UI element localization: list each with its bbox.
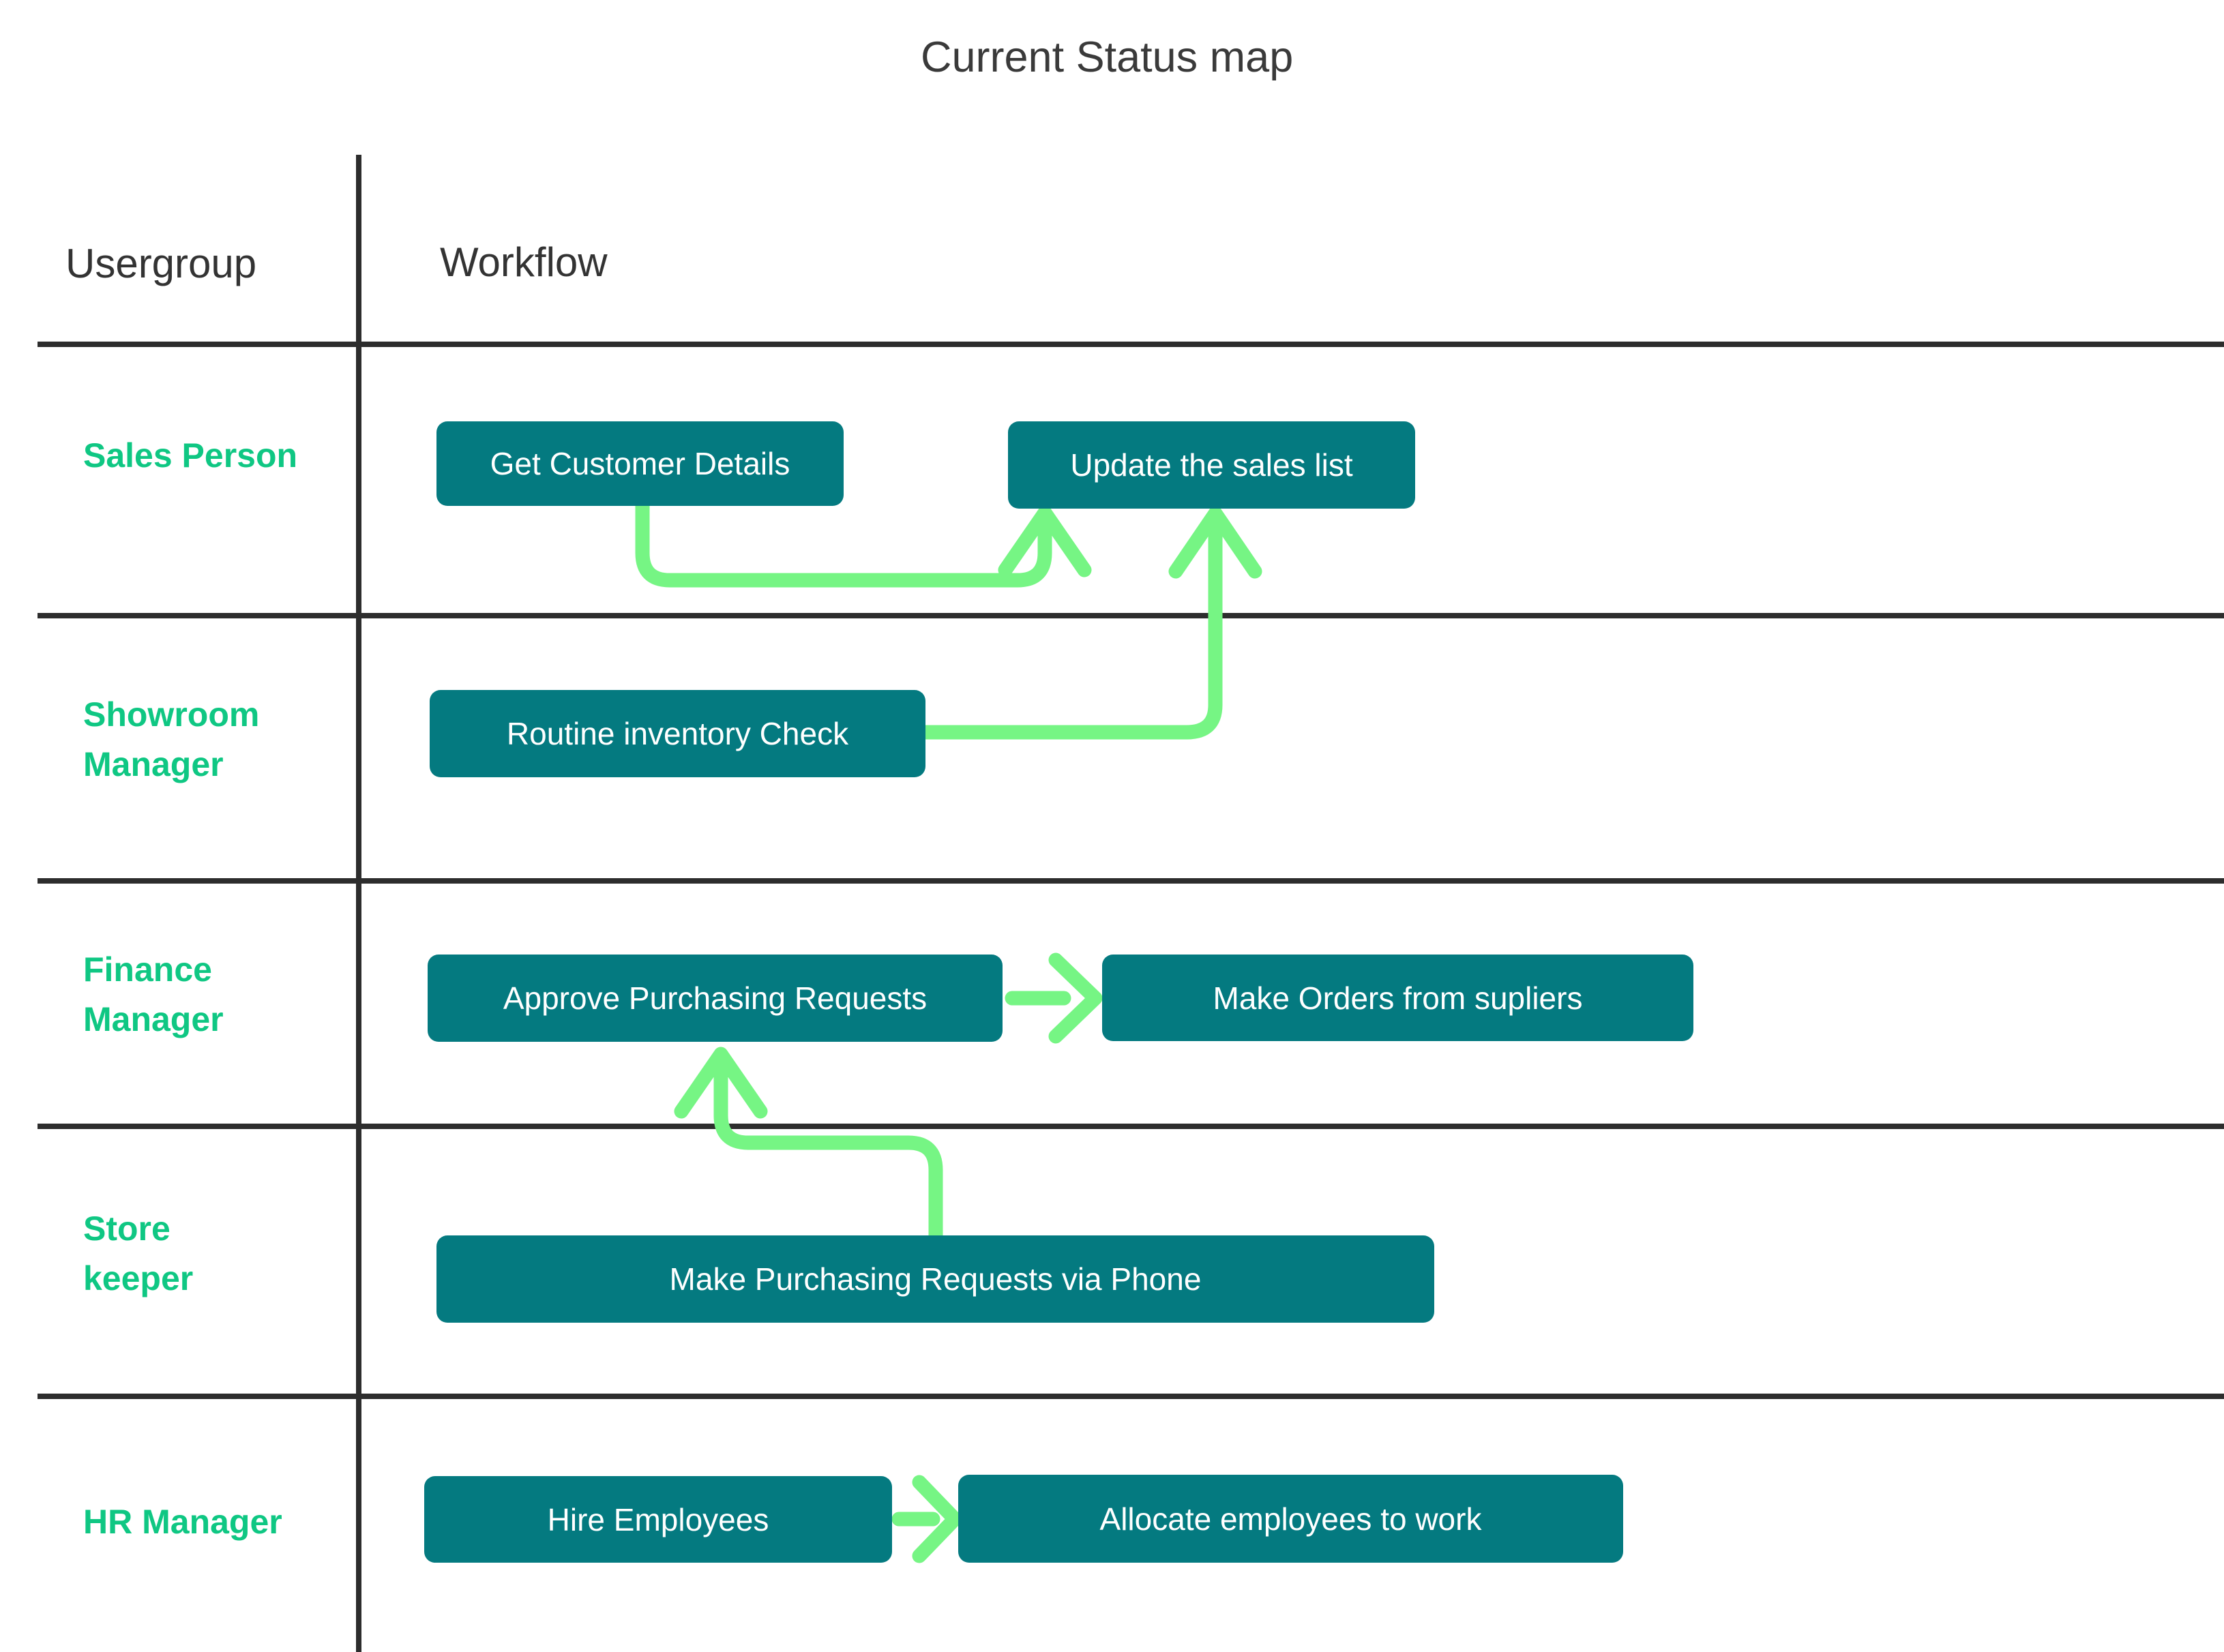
arrow-shaft <box>713 1062 943 1243</box>
lane-label-sales-person: Sales Person <box>83 431 297 481</box>
node-label: Get Customer Details <box>490 446 790 481</box>
node-label: Approve Purchasing Requests <box>503 980 928 1016</box>
arrow-head-right-icon <box>912 1475 962 1563</box>
lane-label-showroom-manager: Showroom Manager <box>83 690 259 790</box>
lane-divider-4 <box>38 1394 2224 1399</box>
column-header-usergroup: Usergroup <box>65 241 257 286</box>
lane-label-hr-manager: HR Manager <box>83 1497 282 1547</box>
lane-divider-2 <box>38 878 2224 884</box>
node-label: Update the sales list <box>1070 447 1353 483</box>
lane-label-line: keeper <box>83 1259 194 1297</box>
lane-label-finance-manager: Finance Manager <box>83 945 224 1045</box>
node-label: Hire Employees <box>547 1501 769 1537</box>
node-label: Make Orders from supliers <box>1213 980 1583 1016</box>
arrow-shaft <box>635 496 1052 588</box>
page-title: Current Status map <box>921 33 1294 81</box>
node-label: Routine inventory Check <box>506 716 849 751</box>
node-hire-employees: Hire Employees <box>424 1476 892 1563</box>
node-routine-inventory-check: Routine inventory Check <box>430 690 925 777</box>
lane-label-line: Manager <box>83 745 224 783</box>
lane-label-line: Finance <box>83 950 212 989</box>
arrow-head-right-icon <box>1048 952 1103 1044</box>
lane-divider-3 <box>38 1124 2224 1129</box>
lane-label-line: Showroom <box>83 695 260 734</box>
arrow-head-up-icon <box>674 1047 768 1119</box>
node-get-customer-details: Get Customer Details <box>436 421 844 506</box>
column-header-workflow: Workflow <box>440 239 608 285</box>
node-make-orders-from-supliers: Make Orders from supliers <box>1102 955 1693 1041</box>
node-label: Make Purchasing Requests via Phone <box>669 1261 1202 1297</box>
arrow-routine-check-to-update-sales <box>918 506 1262 740</box>
arrow-head-up-icon <box>998 505 1092 577</box>
column-divider-vertical <box>356 155 361 1652</box>
lane-label-line: Manager <box>83 1000 224 1038</box>
node-label: Allocate employees to work <box>1099 1501 1482 1537</box>
arrow-get-customer-to-update-sales <box>635 496 1092 588</box>
node-update-the-sales-list: Update the sales list <box>1008 421 1415 509</box>
node-approve-purchasing-requests: Approve Purchasing Requests <box>428 955 1003 1042</box>
lane-divider-header <box>38 342 2224 347</box>
lane-label-line: Sales Person <box>83 436 298 475</box>
lane-label-line: HR Manager <box>83 1503 282 1541</box>
lane-divider-1 <box>38 613 2224 618</box>
lane-label-store-keeper: Store keeper <box>83 1204 193 1304</box>
arrow-hire-to-allocate <box>891 1475 962 1563</box>
arrow-shaft <box>918 519 1223 740</box>
lane-label-line: Store <box>83 1210 170 1248</box>
arrow-phone-requests-to-approve-requests <box>674 1047 943 1243</box>
arrow-head-up-icon <box>1168 506 1262 579</box>
node-allocate-employees-to-work: Allocate employees to work <box>958 1475 1623 1563</box>
node-make-purchasing-requests-via-phone: Make Purchasing Requests via Phone <box>436 1235 1434 1323</box>
arrow-approve-requests-to-make-orders <box>1005 952 1103 1044</box>
